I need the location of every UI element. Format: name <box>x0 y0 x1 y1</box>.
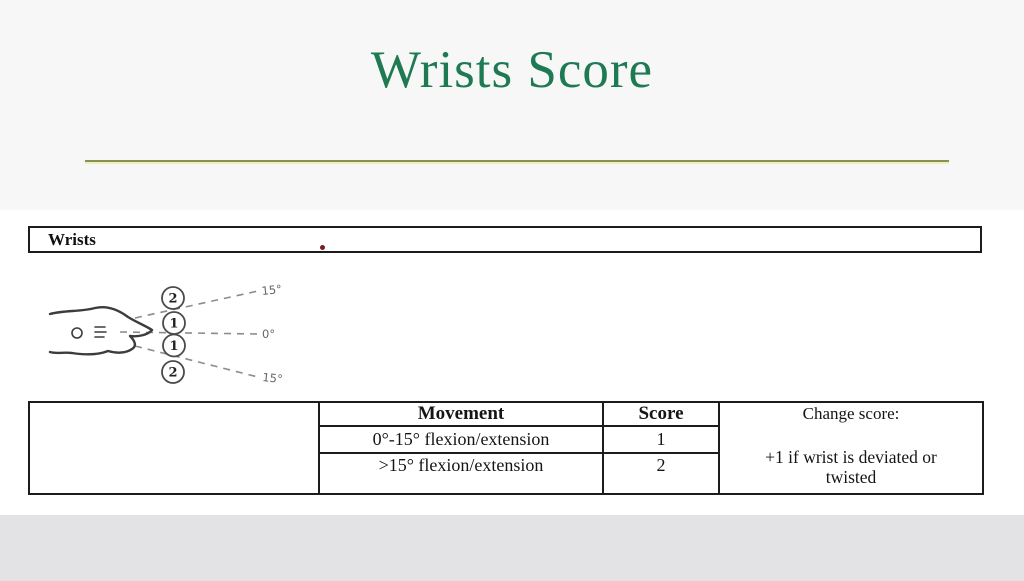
table-header-row: Movement Score Change score: +1 if wrist… <box>28 401 984 495</box>
score-circle: 1 <box>162 311 186 335</box>
section-header-box: Wrists <box>28 226 982 253</box>
angle-dashed-lines <box>119 290 259 378</box>
score-cell: 1 <box>602 425 720 454</box>
svg-text:1: 1 <box>169 339 178 354</box>
score-circles: 2 1 1 2 <box>161 286 186 384</box>
col-header-score: Score <box>602 401 720 427</box>
angle-label-mid: 0° <box>262 327 275 341</box>
svg-text:1: 1 <box>169 317 178 332</box>
page-title: Wrists Score <box>370 41 654 99</box>
change-score-header: Change score: <box>802 404 900 423</box>
knuckle-creases <box>94 326 107 338</box>
score-circle: 1 <box>162 333 186 358</box>
table-empty-cell <box>28 401 320 495</box>
wrist-score-table: Movement Score Change score: +1 if wrist… <box>28 401 984 495</box>
wrist-angle-diagram: 2 1 1 2 15° 0° 15° <box>48 282 284 386</box>
hand-icon <box>48 306 154 356</box>
wrist-joint-marker <box>71 327 83 339</box>
score-cell: 2 <box>602 452 720 495</box>
title-divider <box>85 160 949 164</box>
angle-label-top: 15° <box>261 282 283 298</box>
score-circle: 2 <box>161 360 185 384</box>
change-score-note: +1 if wrist is deviated or twisted <box>765 446 937 488</box>
annotation-dot <box>320 245 325 250</box>
movement-cell: 0°-15° flexion/extension <box>318 425 604 454</box>
svg-text:2: 2 <box>168 366 177 381</box>
section-label: Wrists <box>48 230 96 249</box>
score-circle: 2 <box>161 286 185 310</box>
table-row: >15° flexion/extension 2 <box>29 452 983 495</box>
dashed-line-extension <box>134 290 259 319</box>
dashed-line-flexion <box>134 345 259 378</box>
dashed-line-neutral <box>119 331 259 335</box>
bottom-strip <box>0 515 1024 581</box>
angle-label-bottom: 15° <box>262 370 284 386</box>
table-row: 0°-15° flexion/extension 1 <box>29 425 983 454</box>
change-score-cell: Change score: +1 if wrist is deviated or… <box>718 401 984 495</box>
movement-cell: >15° flexion/extension <box>318 452 604 495</box>
svg-text:2: 2 <box>168 292 177 307</box>
col-header-movement: Movement <box>318 401 604 427</box>
